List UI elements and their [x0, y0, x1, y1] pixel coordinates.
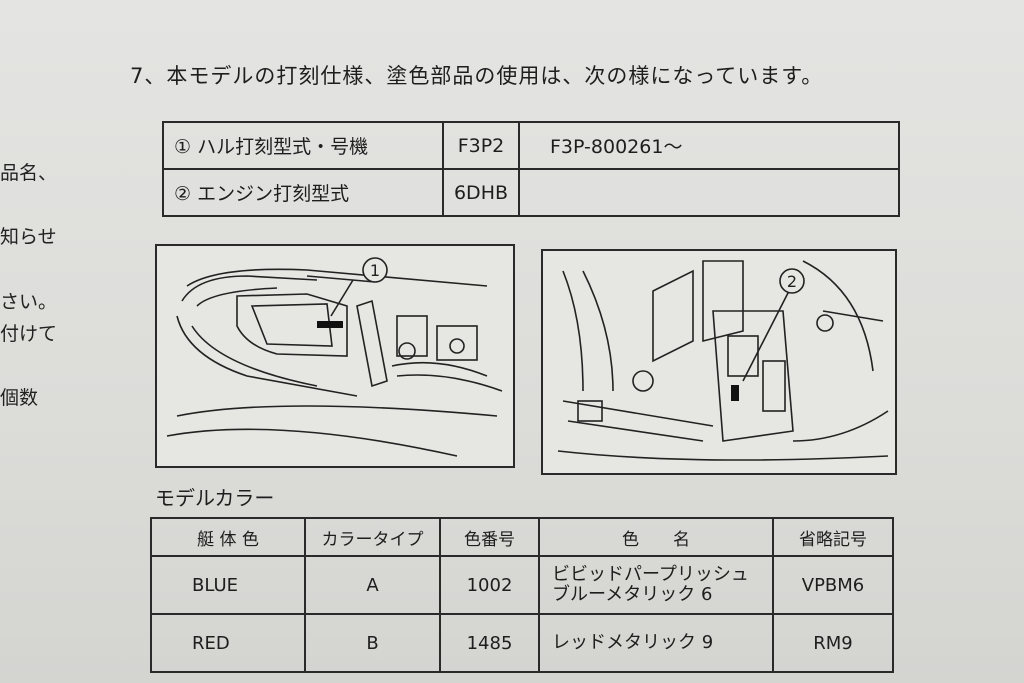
left-page-fragment: 品名、 — [0, 162, 58, 184]
column-header: カラータイプ — [304, 517, 441, 557]
stamp-number: F3P-800261～ — [518, 121, 900, 170]
color-name-cell: レッドメタリック 9 — [538, 613, 774, 673]
left-page-fragment: 個数 — [0, 387, 39, 409]
engine-stamp-figure: 2 — [541, 249, 897, 475]
left-page-fragment: 知らせ — [0, 226, 57, 248]
stamp-mark — [731, 385, 739, 401]
color-name-line: ビビッドパープリッシュ — [552, 564, 749, 585]
abbreviation-cell: VPBM6 — [772, 555, 894, 615]
callout-number: 1 — [370, 261, 380, 280]
stamp-mark — [317, 321, 343, 328]
body-color-cell: RED — [150, 613, 306, 673]
column-header: 色 名 — [538, 517, 774, 557]
section-heading: 7、本モデルの打刻仕様、塗色部品の使用は、次の様になっています。 — [130, 64, 824, 88]
left-page-fragment: 付けて — [0, 323, 58, 345]
table-row: ① ハル打刻型式・号機 F3P2 F3P-800261～ — [162, 121, 900, 170]
color-type-cell: A — [304, 555, 441, 615]
stamp-number — [518, 168, 900, 217]
model-colors-title: モデルカラー — [155, 486, 275, 510]
table-row: ② エンジン打刻型式 6DHB — [162, 168, 900, 217]
hull-stamp-figure: 1 — [155, 244, 515, 468]
engine-illustration: 2 — [557, 260, 889, 461]
abbreviation-cell: RM9 — [772, 613, 894, 673]
column-header: 省略記号 — [772, 517, 894, 557]
table-row: BLUE A 1002 ビビッドパープリッシュ ブルーメタリック 6 VPBM6 — [150, 555, 894, 615]
color-name-line: レッドメタリック 9 — [552, 632, 714, 653]
stamp-code: 6DHB — [442, 168, 520, 217]
table-header-row: 艇 体 色 カラータイプ 色番号 色 名 省略記号 — [150, 517, 894, 557]
column-header: 色番号 — [439, 517, 540, 557]
callout-circle — [779, 268, 805, 294]
color-number-cell: 1002 — [439, 555, 540, 615]
model-color-table: 艇 体 色 カラータイプ 色番号 色 名 省略記号 BLUE A 1002 ビビ… — [150, 517, 894, 673]
color-name-line: ブルーメタリック 6 — [552, 584, 713, 605]
color-name-cell: ビビッドパープリッシュ ブルーメタリック 6 — [538, 555, 774, 615]
hull-illustration: 1 — [166, 257, 503, 457]
callout-circle — [362, 257, 388, 283]
stamp-spec-table: ① ハル打刻型式・号機 F3P2 F3P-800261～ ② エンジン打刻型式 … — [162, 121, 900, 217]
column-header: 艇 体 色 — [150, 517, 306, 557]
color-number-cell: 1485 — [439, 613, 540, 673]
callout-number: 2 — [787, 272, 797, 291]
stamp-label: ② エンジン打刻型式 — [162, 168, 444, 217]
table-row: RED B 1485 レッドメタリック 9 RM9 — [150, 613, 894, 673]
left-page-fragment: さい。 — [0, 291, 58, 313]
stamp-code: F3P2 — [442, 121, 520, 170]
color-type-cell: B — [304, 613, 441, 673]
body-color-cell: BLUE — [150, 555, 306, 615]
stamp-label: ① ハル打刻型式・号機 — [162, 121, 444, 170]
